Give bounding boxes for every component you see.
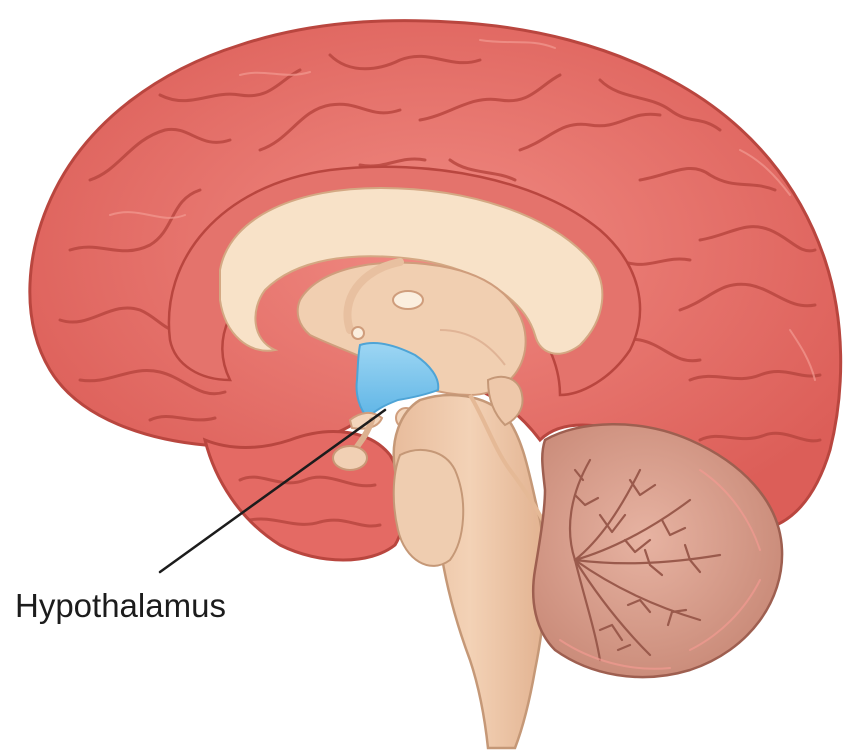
anterior-commissure [352, 327, 364, 339]
pons [394, 450, 463, 566]
temporal-lobe [205, 432, 404, 560]
hypothalamus-label: Hypothalamus [15, 587, 226, 624]
interthalamic-adhesion [393, 291, 423, 309]
pituitary-gland [333, 446, 367, 470]
brainstem [394, 395, 546, 748]
